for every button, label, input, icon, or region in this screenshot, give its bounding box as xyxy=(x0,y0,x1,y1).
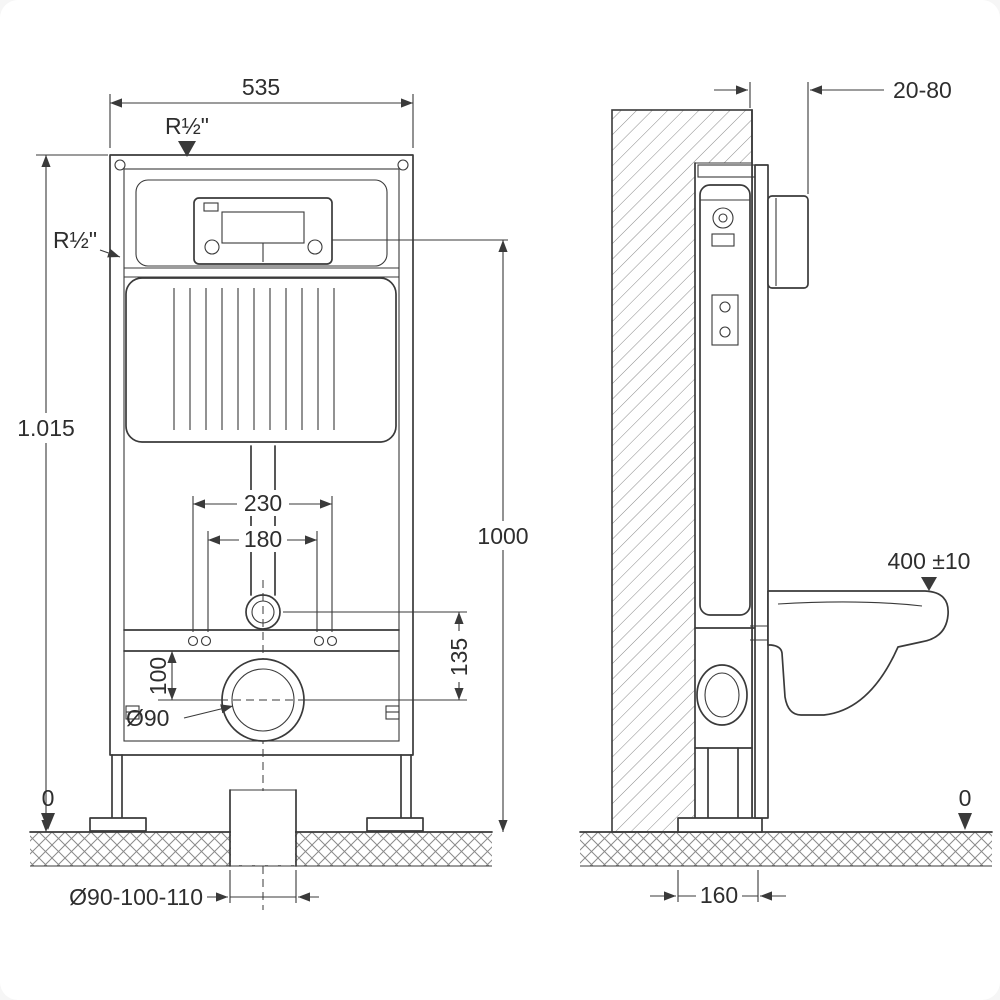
toilet-bowl xyxy=(767,590,949,716)
floor-drain-pipe xyxy=(229,789,297,867)
frame-foot-side xyxy=(677,817,763,833)
dim-fixing-inner: 180 xyxy=(207,526,318,632)
drain-elbow xyxy=(696,664,748,726)
frame-rail-side xyxy=(750,164,809,819)
floor-level-side-arrow-icon xyxy=(958,813,972,830)
dim-width: 535 xyxy=(109,74,414,148)
dim-inlet-to-outlet: 135 xyxy=(283,611,472,701)
cistern xyxy=(125,277,397,443)
supply-top-label: R½" xyxy=(165,113,209,139)
inlet-connector xyxy=(245,594,281,630)
dim-actuation-height: 1000 xyxy=(332,239,534,832)
dim-fixing-outer-label: 230 xyxy=(244,490,282,516)
frame-foot-right xyxy=(366,817,424,832)
mounting-frame xyxy=(89,154,424,832)
dim-width-label: 535 xyxy=(242,74,280,100)
floor-level-front-arrow-icon xyxy=(41,813,55,830)
dim-inlet-to-outlet-label: 135 xyxy=(446,638,472,676)
dim-wall-finish-label: 20-80 xyxy=(893,77,952,103)
floor-level-side-label: 0 xyxy=(959,785,972,811)
supply-top-arrow-icon xyxy=(178,141,196,157)
dim-wall-finish: 20-80 xyxy=(714,77,952,194)
dim-drain-pipe: Ø90-100-110 xyxy=(69,870,319,910)
drain-outlet xyxy=(220,658,306,742)
dim-bowl-height: 400 ±10 xyxy=(888,548,971,591)
frame-foot-left xyxy=(89,817,147,832)
supply-left-marker: R½" xyxy=(53,227,121,258)
dim-drain-pipe-label: Ø90-100-110 xyxy=(69,884,203,910)
supply-top-marker: R½" xyxy=(165,113,209,157)
dim-actuation-height-label: 1000 xyxy=(477,523,528,549)
flush-plate-side xyxy=(767,195,809,289)
front-view: 535 R½" R½" 1.015 1000 xyxy=(16,74,534,910)
floor-level-side: 0 xyxy=(958,785,972,830)
cistern-ribs xyxy=(173,288,335,430)
dim-total-height-label: 1.015 xyxy=(17,415,75,441)
dim-fixing-outer: 230 xyxy=(192,490,333,632)
cistern-side xyxy=(677,164,763,833)
dim-outlet-height-label: 100 xyxy=(145,657,171,695)
dim-outlet-diameter-label: Ø90 xyxy=(126,705,169,731)
side-ground xyxy=(579,831,993,867)
side-view: 20-80 400 ±10 0 160 xyxy=(579,77,993,908)
dim-fixing-inner-label: 180 xyxy=(244,526,282,552)
wall-section xyxy=(611,109,753,833)
dim-total-height: 1.015 xyxy=(16,154,108,832)
dim-outlet-diameter: Ø90 xyxy=(126,704,234,731)
floor-level-front-label: 0 xyxy=(42,785,55,811)
dim-frame-depth-label: 160 xyxy=(700,882,738,908)
flush-plate-unit xyxy=(124,179,399,278)
dim-frame-depth: 160 xyxy=(650,870,786,908)
floor-level-front: 0 xyxy=(41,785,55,830)
supply-left-label: R½" xyxy=(53,227,97,253)
dim-bowl-height-label: 400 ±10 xyxy=(888,548,971,574)
flush-plate xyxy=(193,197,333,265)
dim-outlet-height: 100 xyxy=(145,651,222,701)
bowl-height-arrow-icon xyxy=(921,577,937,591)
